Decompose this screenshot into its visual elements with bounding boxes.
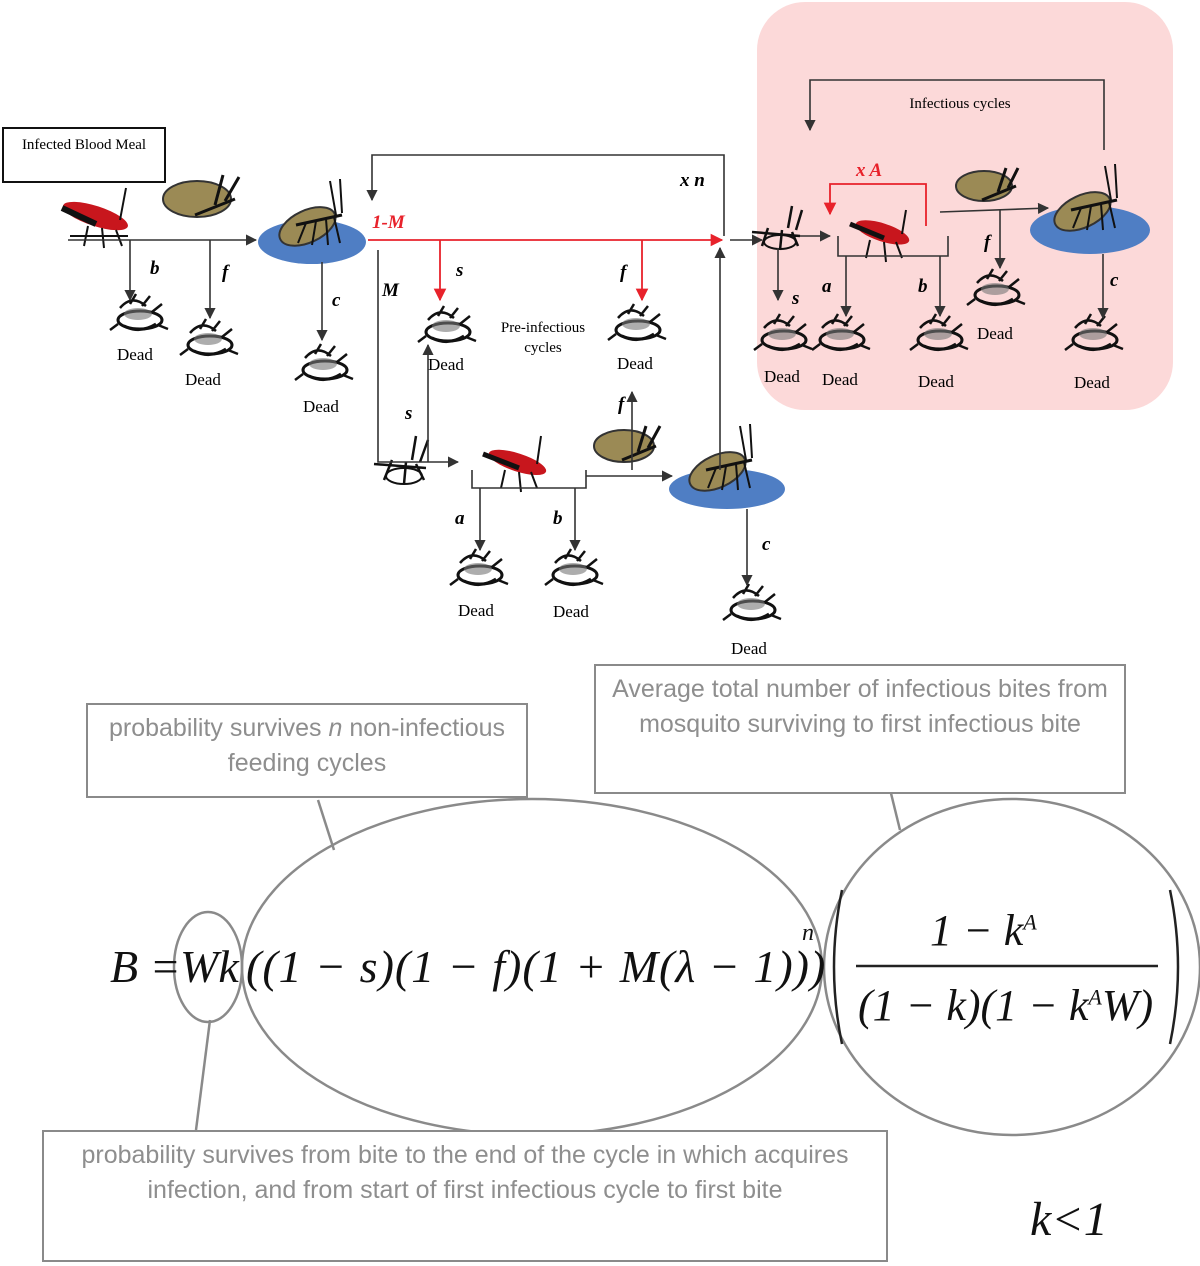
formula-condition: k<1 (1030, 1193, 1108, 1246)
param-xn: x n (680, 170, 705, 191)
dead-label: Dead (185, 370, 221, 389)
left-paren (832, 889, 844, 1045)
note-bite-to-end: probability survives from bite to the en… (42, 1130, 888, 1262)
arrow-infectious-loop (804, 79, 1105, 150)
param-b-pre: b (553, 508, 563, 529)
flying-mosquito-icon-3 (955, 167, 1020, 202)
flying-mosquito-icon (162, 174, 241, 218)
dead-label: Dead (1074, 373, 1110, 392)
resting-mosquito-icon-3 (1053, 162, 1119, 232)
param-xA: x A (856, 160, 883, 181)
dead-label: Dead (764, 367, 800, 386)
param-a-inf: a (822, 276, 832, 297)
param-a-pre: a (455, 508, 465, 529)
formula-wk: Wk (180, 941, 239, 992)
dead-label: Dead (918, 372, 954, 391)
bracket-inf (837, 236, 949, 257)
param-f-pre: f (618, 394, 625, 415)
param-c: c (332, 290, 341, 311)
dead-label: Dead (553, 602, 589, 621)
arrow-to-pad-3 (939, 202, 1050, 214)
dead-label: Dead (303, 397, 339, 416)
dead-label: Dead (428, 355, 464, 374)
formula-exponent: n (802, 920, 814, 946)
formula-lhs: B = (110, 941, 181, 992)
fraction-ellipse (822, 797, 1200, 1137)
mosquito-transmission-flow-diagram (2, 2, 1173, 622)
flying-mosquito-icon-2 (593, 425, 662, 463)
infected-blood-meal-label: Infected Blood Meal (21, 137, 147, 153)
dead-label: Dead (822, 370, 858, 389)
param-s-red: s (456, 260, 464, 281)
formula-numerator: 1 − kA (930, 906, 1037, 955)
blood-fed-mosquito-icon (60, 187, 128, 249)
param-1-minus-M: 1-M (372, 212, 405, 233)
infected-blood-meal-box (2, 127, 166, 183)
dead-mosquito-icon (448, 547, 510, 587)
formula-denominator: (1 − k)(1 − kAW) (858, 981, 1154, 1030)
dead-mosquito-icon (721, 582, 783, 622)
dead-label: Dead (977, 324, 1013, 343)
resting-mosquito-icon (278, 177, 344, 247)
param-M: M (382, 280, 399, 301)
dead-mosquito-icon (108, 292, 170, 332)
dead-label: Dead (458, 601, 494, 620)
bracket-pre (471, 470, 587, 489)
dead-label: Dead (117, 345, 153, 364)
formula-middle: ((1 − s)(1 − f)(1 + M(λ − 1))) (246, 941, 827, 992)
dead-mosquito-icon (293, 342, 355, 382)
param-f-inf: f (984, 232, 991, 253)
arrow-loop-xn (366, 154, 725, 236)
infectious-cycles-panel (757, 2, 1173, 410)
dead-label: Dead (731, 639, 767, 658)
blood-feeding-mosquito-icon-2 (849, 209, 910, 263)
dead-mosquito-icon (416, 304, 478, 344)
param-c-pre: c (762, 534, 771, 555)
right-paren (1168, 889, 1180, 1045)
dead-mosquito-icon (543, 547, 605, 587)
note-survives-n-cycles: probability survives n non-infectious fe… (86, 703, 528, 798)
param-b-inf: b (918, 276, 928, 297)
callout-line-bottom (194, 1019, 212, 1131)
param-c-inf: c (1110, 270, 1119, 291)
arrow-red-xA-loop (823, 183, 927, 226)
arrow-M-down (377, 250, 460, 468)
param-s-inf: s (792, 288, 800, 309)
infectious-cycles-label: Infectious cycles (909, 96, 1011, 112)
searching-mosquito-icon (373, 435, 430, 485)
blood-feeding-mosquito-icon (482, 435, 547, 493)
dead-mosquito-icon (606, 302, 668, 342)
note-average-infectious-bites: Average total number of infectious bites… (594, 664, 1126, 794)
callout-line-left (316, 799, 336, 851)
searching-mosquito-icon-2 (751, 205, 804, 251)
resting-mosquito-icon-2 (688, 422, 754, 492)
dead-label: Dead (617, 354, 653, 373)
param-f: f (222, 262, 229, 283)
param-b: b (150, 258, 160, 279)
dead-mosquito-icon (178, 317, 240, 357)
param-f-red: f (620, 262, 627, 283)
param-s-pre: s (405, 403, 413, 424)
pre-infectious-cycles-label: Pre-infectious cycles (500, 320, 586, 356)
